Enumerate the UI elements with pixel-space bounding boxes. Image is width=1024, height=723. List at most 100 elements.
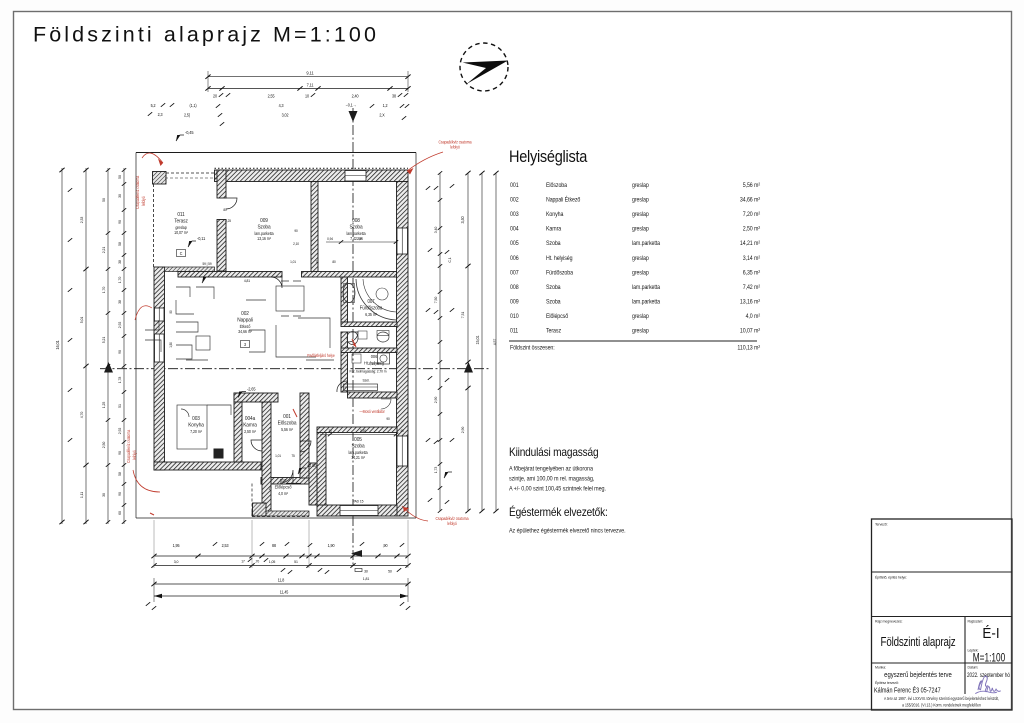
- svg-text:1,2: 1,2: [383, 103, 388, 108]
- svg-text:005: 005: [510, 241, 519, 247]
- svg-text:1,90: 1,90: [328, 543, 336, 548]
- svg-text:009: 009: [260, 218, 268, 224]
- svg-text:1,25: 1,25: [102, 402, 106, 408]
- svg-text:10: 10: [305, 93, 310, 98]
- svg-text:greslap: greslap: [632, 328, 649, 334]
- svg-text:4,0 m²: 4,0 m²: [278, 491, 289, 496]
- svg-text:4,81: 4,81: [244, 279, 250, 283]
- svg-text:4,3: 4,3: [279, 103, 285, 108]
- svg-text:Szoba: Szoba: [546, 241, 561, 247]
- svg-text:80: 80: [223, 208, 227, 212]
- svg-text:PAD 15: PAD 15: [353, 499, 364, 503]
- svg-text:Szoba: Szoba: [351, 443, 364, 449]
- svg-text:6,35 m²: 6,35 m²: [743, 270, 760, 276]
- svg-text:3,14 m²: 3,14 m²: [368, 362, 380, 366]
- svg-text:A főbejárat tengelyében az útk: A főbejárat tengelyében az útkorona: [509, 466, 594, 472]
- svg-text:5,21: 5,21: [102, 337, 106, 343]
- svg-text:3,14 m²: 3,14 m²: [743, 255, 760, 261]
- svg-text:6,35 m²: 6,35 m²: [365, 312, 377, 317]
- svg-text:20: 20: [213, 93, 218, 98]
- svg-text:2,5): 2,5): [184, 112, 191, 117]
- svg-text:3,40: 3,40: [460, 216, 465, 224]
- svg-text:002: 002: [510, 197, 519, 203]
- svg-text:Rajz megnevezés:: Rajz megnevezés:: [875, 619, 902, 623]
- svg-text:Előszoba: Előszoba: [278, 420, 297, 426]
- svg-text:34,66 m²: 34,66 m²: [238, 329, 252, 334]
- svg-text:58: 58: [118, 242, 122, 246]
- svg-text:1,78: 1,78: [118, 377, 122, 383]
- svg-text:90: 90: [118, 492, 122, 496]
- svg-text:Rajzszám:: Rajzszám:: [968, 619, 984, 623]
- svg-text:Fürdőszoba: Fürdőszoba: [360, 305, 383, 311]
- svg-text:30: 30: [118, 194, 122, 198]
- svg-text:004a: 004a: [245, 416, 255, 422]
- svg-text:4,70: 4,70: [80, 412, 84, 418]
- svg-text:010: 010: [280, 478, 287, 483]
- svg-text:5,56 m²: 5,56 m²: [743, 183, 760, 189]
- svg-text:59 | 59: 59 | 59: [203, 262, 212, 266]
- svg-text:80: 80: [332, 260, 336, 264]
- svg-text:A terv az 1997. évi LXXVIII. t: A terv az 1997. évi LXXVIII. törvény sze…: [884, 696, 999, 702]
- svg-text:1,11: 1,11: [80, 492, 84, 498]
- svg-text:greslap: greslap: [632, 183, 649, 189]
- svg-text:90: 90: [386, 417, 390, 421]
- svg-text:001: 001: [510, 183, 519, 189]
- svg-text:Fsz. belmagasság: 2,70 m: Fsz. belmagasság: 2,70 m: [350, 369, 387, 373]
- svg-text:58: 58: [118, 472, 122, 476]
- svg-text:88: 88: [272, 543, 277, 548]
- svg-text:51: 51: [118, 404, 122, 408]
- svg-text:Földszinti alaprajz: Földszinti alaprajz: [881, 636, 956, 649]
- svg-text:003: 003: [192, 416, 200, 422]
- svg-text:2,30: 2,30: [360, 429, 366, 433]
- svg-text:10,07 m²: 10,07 m²: [174, 230, 188, 235]
- svg-text:Munka:: Munka:: [875, 665, 886, 669]
- svg-text:Ht. helyiség: Ht. helyiség: [546, 255, 573, 261]
- svg-text:A +/- 0,00 szint 100,45 szintn: A +/- 0,00 szint 100,45 szintnek felel m…: [509, 486, 606, 492]
- svg-text:4,57: 4,57: [493, 339, 497, 345]
- svg-text:11,8: 11,8: [278, 577, 285, 582]
- svg-text:90: 90: [118, 350, 122, 354]
- svg-text:007: 007: [510, 270, 519, 276]
- svg-text:7,31: 7,31: [461, 312, 465, 318]
- svg-text:greslap: greslap: [632, 226, 649, 232]
- svg-text:7,20 m²: 7,20 m²: [743, 212, 760, 218]
- svg-text:60: 60: [118, 511, 122, 515]
- svg-text:7,11: 7,11: [307, 82, 315, 87]
- svg-text:50: 50: [102, 198, 106, 202]
- svg-text:7,50: 7,50: [434, 297, 438, 303]
- svg-text:2,50 m²: 2,50 m²: [244, 429, 256, 434]
- svg-text:Égéstermék elvezetők:: Égéstermék elvezetők:: [509, 505, 608, 519]
- svg-text:Kiindulási magasság: Kiindulási magasság: [509, 446, 599, 459]
- svg-text:7,42 m²: 7,42 m²: [350, 236, 362, 241]
- svg-text:Konyha: Konyha: [188, 422, 204, 428]
- svg-text:Földszint összesen:: Földszint összesen:: [510, 345, 555, 351]
- svg-text:Terasz: Terasz: [546, 328, 561, 334]
- svg-text:2,50 m²: 2,50 m²: [743, 226, 760, 232]
- svg-text:Építtető, építés helye:: Építtető, építés helye:: [875, 574, 907, 579]
- svg-text:7,42 m²: 7,42 m²: [743, 285, 760, 291]
- svg-text:17: 17: [241, 559, 245, 563]
- svg-text:2,50: 2,50: [102, 442, 106, 448]
- svg-text:2,53: 2,53: [222, 543, 230, 548]
- svg-text:Előlépcső: Előlépcső: [275, 484, 292, 489]
- svg-text:,90: ,90: [383, 543, 389, 548]
- svg-text:2,25: 2,25: [225, 219, 231, 223]
- svg-text:38: 38: [118, 260, 122, 264]
- svg-text:egyszerű bejelentés terve: egyszerű bejelentés terve: [884, 672, 952, 680]
- svg-text:greslap: greslap: [632, 270, 649, 276]
- svg-text:Előszoba: Előszoba: [546, 183, 568, 189]
- svg-text:,70: ,70: [255, 559, 259, 563]
- svg-text:1,05: 1,05: [269, 560, 275, 564]
- svg-text:90: 90: [294, 229, 298, 233]
- svg-text:Padlásfeljáró helye: Padlásfeljáró helye: [307, 353, 334, 359]
- svg-text:7,20 m²: 7,20 m²: [190, 429, 202, 434]
- svg-text:Terasz: Terasz: [174, 218, 188, 224]
- svg-text:002: 002: [241, 311, 249, 317]
- svg-text:Helyiséglista: Helyiséglista: [509, 148, 588, 166]
- svg-text:007: 007: [367, 299, 374, 305]
- svg-text:2,30: 2,30: [357, 237, 363, 241]
- svg-text:1,01: 1,01: [275, 454, 281, 458]
- svg-text:(1,1): (1,1): [189, 103, 197, 108]
- svg-text:3,0: 3,0: [174, 560, 179, 564]
- svg-text:17: 17: [268, 487, 272, 491]
